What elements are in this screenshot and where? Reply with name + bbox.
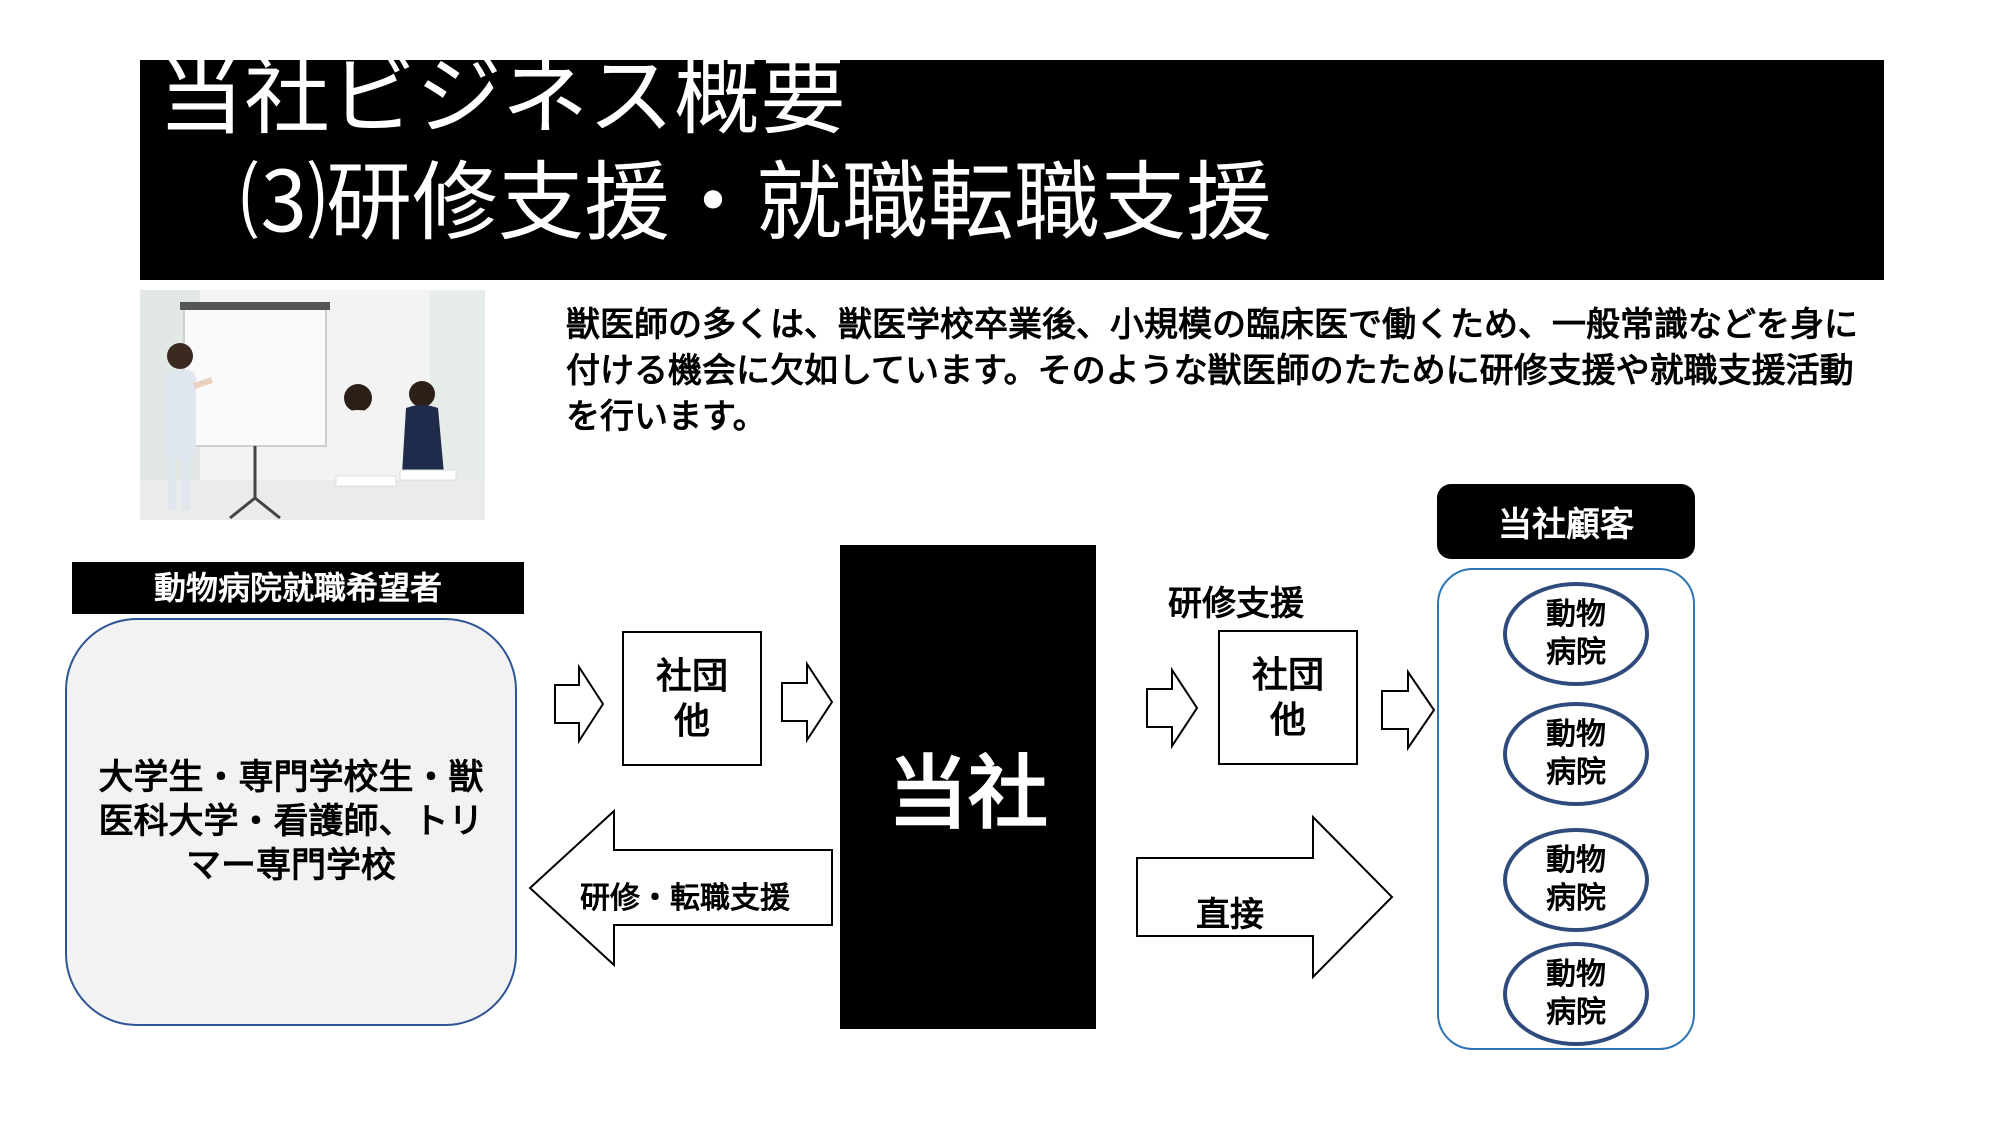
arrow-right-small-1 [554, 663, 605, 745]
hospital-label: 動物 病院 [1546, 717, 1606, 790]
training-support-label: 研修支援 [1168, 584, 1304, 624]
applicants-text: 大学生・専門学校生・獣医科大学・看護師、トリマー専門学校 [98, 758, 484, 886]
support-arrow-label: 研修・転職支援 [580, 881, 790, 916]
association-box-left: 社団 他 [622, 631, 762, 766]
hospital-label: 動物 病院 [1546, 597, 1606, 670]
company-block: 当社 [840, 545, 1096, 1029]
hospital-ellipse: 動物 病院 [1503, 828, 1649, 932]
title-bar: 当社ビジネス概要 ⑶研修支援・就職転職支援 [140, 60, 1884, 280]
hospital-label: 動物 病院 [1546, 957, 1606, 1030]
training-photo [140, 290, 485, 520]
hospital-label: 動物 病院 [1546, 843, 1606, 916]
page-subtitle: ⑶研修支援・就職転職支援 [240, 153, 1272, 253]
customers-label: 当社顧客 [1437, 484, 1695, 559]
arrow-right-small-2 [781, 660, 834, 744]
applicants-label: 動物病院就職希望者 [72, 562, 524, 614]
hospital-ellipse: 動物 病院 [1503, 942, 1649, 1046]
association-label-right: 社団 他 [1251, 654, 1324, 741]
hospital-ellipse: 動物 病院 [1503, 582, 1649, 686]
arrow-right-small-4 [1381, 668, 1436, 752]
arrow-right-small-3 [1146, 666, 1199, 750]
association-label-left: 社団 他 [655, 655, 728, 742]
arrow-left-support [528, 808, 833, 968]
arrow-right-direct [1136, 814, 1394, 980]
customers-box: 動物 病院 動物 病院 動物 病院 動物 病院 [1437, 568, 1695, 1050]
association-box-right: 社団 他 [1218, 630, 1358, 765]
page-title: 当社ビジネス概要 [158, 60, 846, 147]
applicants-box: 大学生・専門学校生・獣医科大学・看護師、トリマー専門学校 [65, 618, 517, 1026]
hospital-ellipse: 動物 病院 [1503, 702, 1649, 806]
description-text: 獣医師の多くは、獣医学校卒業後、小規模の臨床医で働くため、一般常識などを身に付け… [566, 305, 1858, 437]
direct-label: 直接 [1196, 895, 1264, 935]
